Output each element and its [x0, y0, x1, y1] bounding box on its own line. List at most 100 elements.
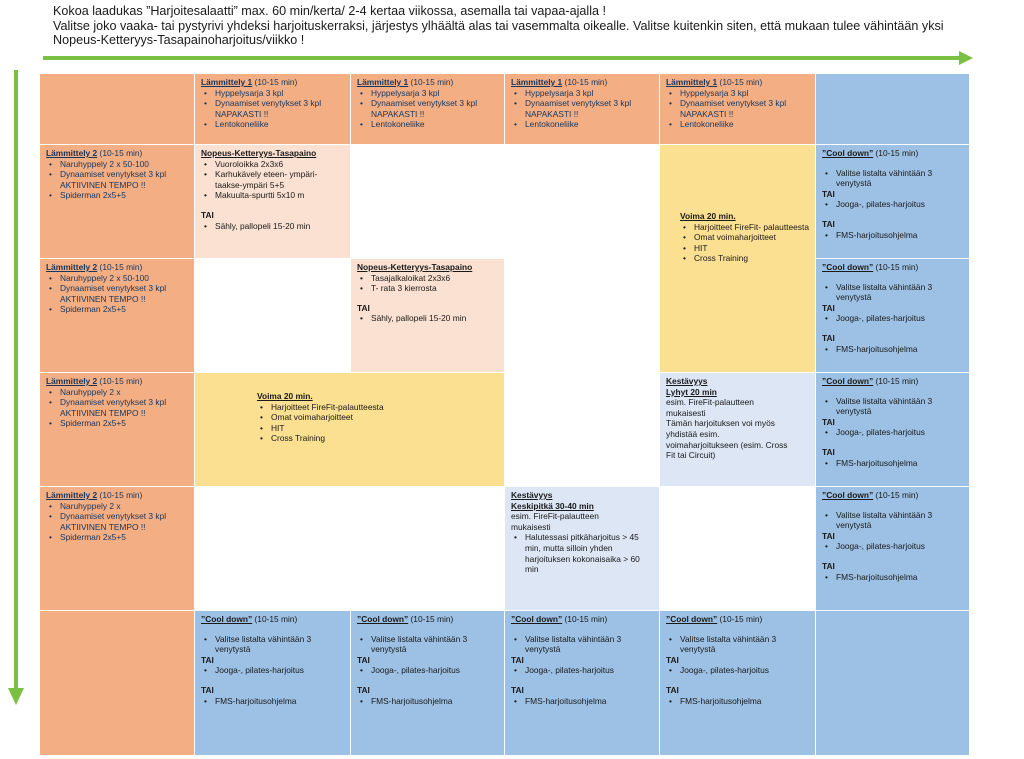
warmup2-title: Lämmittely 2 — [46, 262, 98, 272]
corner-cell — [816, 74, 970, 145]
cooldown-fms: FMS-harjoitusohjelma — [357, 696, 500, 707]
nkt-title: Nopeus-Ketteryys-Tasapaino — [201, 148, 317, 158]
or-label: TAI — [511, 684, 524, 695]
cooldown-title: ”Cool down” — [201, 614, 253, 624]
warmup1-cell: Lämmittely 1 (10-15 min) Hyppelysarja 3 … — [351, 74, 505, 145]
intro-line-1: Kokoa laadukas ”Harjoitesalaatti” max. 6… — [53, 4, 606, 18]
cooldown-cell: ”Cool down” (10-15 min) Valitse listalta… — [816, 145, 970, 259]
strength-cell: Voima 20 min. Harjoitteet FireFit-palaut… — [195, 373, 505, 487]
workout-grid: Lämmittely 1 (10-15 min) Hyppelysarja 3 … — [40, 74, 970, 756]
cooldown-title: ”Cool down” — [822, 376, 874, 386]
endurance-line: esim. FireFit-palautteen — [511, 511, 599, 522]
or-label: TAI — [666, 684, 679, 695]
cooldown-yoga: Jooga-, pilates-harjoitus — [357, 665, 500, 676]
cooldown-choose: Valitse listalta vähintään 3 venytystä — [822, 510, 965, 531]
cooldown-title: ”Cool down” — [511, 614, 563, 624]
endurance-title: Kestävyys — [511, 490, 553, 500]
nkt-cell: Nopeus-Ketteryys-Tasapaino Tasajalkaloik… — [351, 259, 505, 373]
strength-item: HIT — [680, 243, 811, 254]
intro-text: Kokoa laadukas ”Harjoitesalaatti” max. 6… — [53, 4, 1013, 48]
warmup2-cell: Lämmittely 2 (10-15 min) Naruhyppely 2 x… — [40, 145, 195, 259]
cooldown-fms: FMS-harjoitusohjelma — [511, 696, 655, 707]
warmup2-item: Spiderman 2x5+5 — [46, 532, 190, 543]
warmup2-title: Lämmittely 2 — [46, 376, 98, 386]
warmup1-title: Lämmittely 1 — [511, 77, 563, 87]
cooldown-cell: ”Cool down” (10-15 min) Valitse listalta… — [660, 611, 816, 756]
nkt-alt: Sähly, pallopeli 15-20 min — [201, 221, 346, 232]
warmup2-item: Dynaamiset venytykset 3 kpl AKTIIVINEN T… — [46, 511, 190, 532]
cooldown-duration: (10-15 min) — [252, 614, 298, 624]
cooldown-choose: Valitse listalta vähintään 3 venytystä — [357, 634, 500, 655]
warmup2-duration: (10-15 min) — [97, 490, 143, 500]
cooldown-yoga: Jooga-, pilates-harjoitus — [822, 199, 965, 210]
cooldown-cell: ”Cool down” (10-15 min) Valitse listalta… — [816, 373, 970, 487]
endurance-item: Halutessasi pitkäharjoitus > 45 min, mut… — [511, 532, 655, 574]
warmup1-item: Dynaamiset venytykset 3 kpl NAPAKASTI !! — [201, 98, 346, 119]
corner-cell — [40, 611, 195, 756]
strength-item: Harjoitteet FireFit-palautteesta — [257, 402, 500, 413]
or-label: TAI — [822, 560, 835, 571]
nkt-title: Nopeus-Ketteryys-Tasapaino — [357, 262, 473, 272]
warmup1-item: Lentokoneliike — [666, 119, 811, 130]
nkt-item: Karhukävely eteen- ympäri- taakse-ympäri… — [201, 169, 346, 190]
warmup1-duration: (10-15 min) — [408, 77, 454, 87]
cooldown-yoga: Jooga-, pilates-harjoitus — [822, 541, 965, 552]
warmup2-duration: (10-15 min) — [97, 262, 143, 272]
cooldown-cell: ”Cool down” (10-15 min) Valitse listalta… — [816, 259, 970, 373]
or-label: TAI — [822, 302, 835, 313]
or-label: TAI — [201, 209, 214, 220]
warmup2-item: Dynaamiset venytykset 3 kpl AKTIIVINEN T… — [46, 169, 190, 190]
endurance-title: Kestävyys — [666, 376, 708, 386]
endurance-line: Fit tai Circuit) — [666, 450, 716, 461]
or-label: TAI — [666, 654, 679, 665]
intro-line-2: Valitse joko vaaka- tai pystyrivi yhdeks… — [53, 18, 944, 33]
warmup2-cell: Lämmittely 2 (10-15 min) Naruhyppely 2 x… — [40, 373, 195, 487]
warmup1-item: Dynaamiset venytykset 3 kpl NAPAKASTI !! — [511, 98, 655, 119]
warmup1-item: Hyppelysarja 3 kpl — [511, 88, 655, 99]
cooldown-yoga: Jooga-, pilates-harjoitus — [666, 665, 811, 676]
cooldown-yoga: Jooga-, pilates-harjoitus — [201, 665, 346, 676]
cooldown-duration: (10-15 min) — [873, 148, 919, 158]
nkt-item: Tasajalkaloikat 2x3x6 — [357, 273, 500, 284]
warmup2-item: Spiderman 2x5+5 — [46, 418, 190, 429]
cooldown-duration: (10-15 min) — [408, 614, 454, 624]
warmup1-item: Lentokoneliike — [357, 119, 500, 130]
cooldown-choose: Valitse listalta vähintään 3 venytystä — [666, 634, 811, 655]
warmup1-title: Lämmittely 1 — [666, 77, 718, 87]
warmup2-cell: Lämmittely 2 (10-15 min) Naruhyppely 2 x… — [40, 259, 195, 373]
cooldown-title: ”Cool down” — [822, 148, 874, 158]
cooldown-cell: ”Cool down” (10-15 min) Valitse listalta… — [816, 487, 970, 611]
warmup2-duration: (10-15 min) — [97, 148, 143, 158]
cooldown-choose: Valitse listalta vähintään 3 venytystä — [822, 396, 965, 417]
nkt-item: Vuoroloikka 2x3x6 — [201, 159, 346, 170]
empty-cell — [195, 259, 351, 373]
warmup1-item: Lentokoneliike — [511, 119, 655, 130]
strength-item: HIT — [257, 423, 500, 434]
warmup2-item: Naruhyppely 2 x — [46, 387, 190, 398]
corner-cell — [40, 74, 195, 145]
endurance-long-cell: Kestävyys Keskipitkä 30-40 min esim. Fir… — [505, 487, 660, 611]
nkt-cell: Nopeus-Ketteryys-Tasapaino Vuoroloikka 2… — [195, 145, 351, 259]
strength-cell: Voima 20 min. Harjoitteet FireFit- palau… — [660, 145, 816, 373]
endurance-line: esim. FireFit-palautteen — [666, 397, 754, 408]
warmup1-duration: (10-15 min) — [252, 77, 298, 87]
warmup2-item: Naruhyppely 2 x 50-100 — [46, 159, 190, 170]
cooldown-fms: FMS-harjoitusohjelma — [201, 696, 346, 707]
cooldown-cell: ”Cool down” (10-15 min) Valitse listalta… — [351, 611, 505, 756]
warmup1-item: Dynaamiset venytykset 3 kpl NAPAKASTI !! — [357, 98, 500, 119]
warmup1-title: Lämmittely 1 — [357, 77, 409, 87]
cooldown-choose: Valitse listalta vähintään 3 venytystä — [511, 634, 655, 655]
cooldown-fms: FMS-harjoitusohjelma — [822, 344, 965, 355]
strength-item: Omat voimaharjoitteet — [257, 412, 500, 423]
cooldown-yoga: Jooga-, pilates-harjoitus — [511, 665, 655, 676]
horizontal-arrow-icon — [43, 51, 973, 65]
warmup1-item: Dynaamiset venytykset 3 kpl NAPAKASTI !! — [666, 98, 811, 119]
empty-cell — [660, 487, 816, 611]
warmup1-title: Lämmittely 1 — [201, 77, 253, 87]
warmup2-cell: Lämmittely 2 (10-15 min) Naruhyppely 2 x… — [40, 487, 195, 611]
cooldown-choose: Valitse listalta vähintään 3 venytystä — [201, 634, 346, 655]
endurance-subtitle: Keskipitkä 30-40 min — [511, 500, 594, 511]
strength-title: Voima 20 min. — [257, 391, 313, 401]
corner-cell — [816, 611, 970, 756]
strength-item: Harjoitteet FireFit- palautteesta — [680, 222, 811, 233]
